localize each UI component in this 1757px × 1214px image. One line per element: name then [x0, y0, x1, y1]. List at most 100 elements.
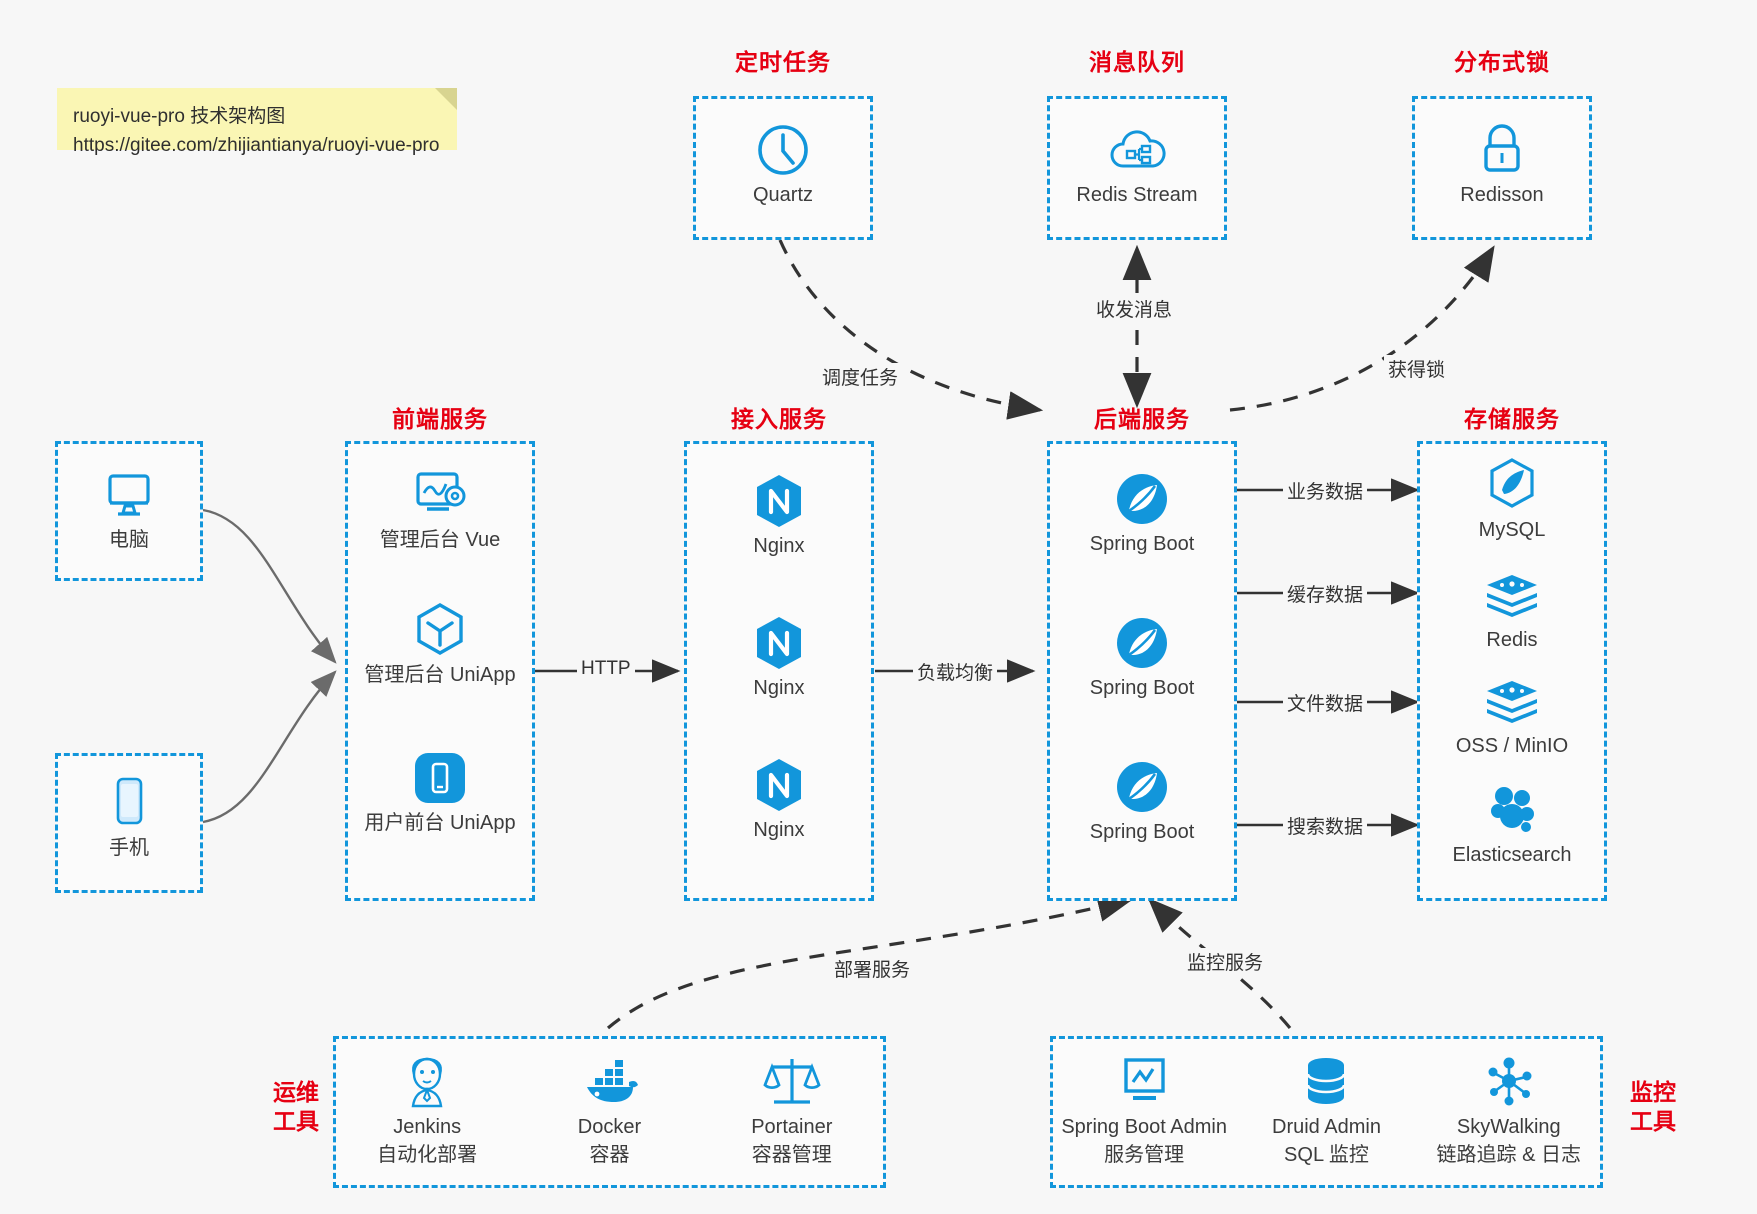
monitor-item-sba: Spring Boot Admin 服务管理 [1053, 1053, 1235, 1168]
spring-icon [1050, 470, 1234, 528]
group-title-frontend: 前端服务 [392, 406, 488, 432]
item-label-spring-boot-1: Spring Boot [1089, 533, 1195, 555]
monitor-screen-icon [1053, 1053, 1235, 1111]
item-label-nginx-1: Nginx [753, 535, 805, 557]
edge-label-mq-exchange: 收发消息 [1092, 295, 1177, 322]
monitor-label-druid: Druid Admin [1272, 1116, 1381, 1138]
edge-desktop-to-frontend [202, 508, 337, 664]
note-line-title: ruoyi-vue-pro 技术架构图 [73, 106, 286, 127]
monitor-sub-druid: SQL 监控 [1284, 1144, 1369, 1167]
nginx-icon [687, 756, 871, 814]
item-label-mysql: MySQL [1478, 519, 1546, 541]
item-label-nginx-2: Nginx [753, 677, 805, 699]
skywalking-icon [1418, 1053, 1600, 1111]
spring-icon [1050, 614, 1234, 672]
group-title-mq: 消息队列 [1089, 49, 1185, 75]
edge-label-biz-data: 业务数据 [1283, 477, 1368, 504]
devops-sub-jenkins: 自动化部署 [377, 1144, 478, 1167]
devops-label-docker: Docker [577, 1116, 642, 1138]
devops-item-portainer: Portainer 容器管理 [701, 1053, 883, 1168]
docker-icon [518, 1053, 700, 1111]
group-box-monitor: Spring Boot Admin 服务管理 Druid Admin SQL 监… [1050, 1036, 1603, 1188]
item-label-elasticsearch: Elasticsearch [1452, 844, 1572, 866]
app-icon [348, 749, 532, 807]
group-box-scheduler: Quartz [693, 96, 873, 240]
spring-icon [1050, 758, 1234, 816]
edge-get-lock [1229, 245, 1495, 412]
clock-icon [696, 121, 870, 179]
group-title-gateway: 接入服务 [731, 406, 827, 432]
note-card: ruoyi-vue-pro 技术架构图 https://gitee.com/zh… [57, 88, 457, 156]
item-label-mobile: 手机 [109, 837, 149, 859]
devops-sub-docker: 容器 [589, 1144, 630, 1167]
lock-icon [1415, 121, 1589, 179]
edge-label-deploy: 部署服务 [830, 955, 915, 982]
monitor-sub-sba: 服务管理 [1104, 1144, 1185, 1167]
item-label-user-uniapp: 用户前台 UniApp [364, 812, 516, 834]
devops-item-jenkins: Jenkins 自动化部署 [336, 1053, 518, 1168]
item-label-admin-uniapp: 管理后台 UniApp [364, 664, 516, 686]
item-label-nginx-3: Nginx [753, 819, 805, 841]
edge-label-get-lock: 获得锁 [1384, 355, 1450, 382]
item-label-spring-boot-2: Spring Boot [1089, 677, 1195, 699]
desktop-icon [58, 466, 200, 524]
group-title-devops-line1: 运维 [273, 1079, 319, 1105]
item-label-quartz: Quartz [752, 184, 814, 206]
edge-label-search-data: 搜索数据 [1283, 812, 1368, 839]
monitor-sub-skywalking: 链路追踪 & 日志 [1436, 1144, 1581, 1167]
item-label-redis: Redis [1486, 629, 1538, 651]
edge-label-file-data: 文件数据 [1283, 689, 1368, 716]
nginx-icon [687, 614, 871, 672]
item-label-redisson: Redisson [1460, 184, 1544, 206]
group-box-mq: Redis Stream [1047, 96, 1227, 240]
group-title-backend: 后端服务 [1094, 406, 1190, 432]
group-box-frontend: 管理后台 Vue 管理后台 UniApp 用户前台 UniApp [345, 441, 535, 901]
group-box-gateway: Nginx Nginx Nginx [684, 441, 874, 901]
item-label-desktop: 电脑 [109, 529, 149, 551]
group-title-scheduler: 定时任务 [735, 49, 831, 75]
devops-label-jenkins: Jenkins [393, 1116, 462, 1138]
item-label-redis-stream: Redis Stream [1076, 184, 1198, 206]
cloud-stream-icon [1050, 121, 1224, 179]
group-box-storage: MySQL Redis [1417, 441, 1607, 901]
monitor-item-skywalking: SkyWalking 链路追踪 & 日志 [1418, 1053, 1600, 1168]
group-title-storage: 存储服务 [1464, 406, 1560, 432]
edge-label-lb: 负载均衡 [913, 658, 998, 685]
group-box-mobile-client: 手机 [55, 753, 203, 893]
elasticsearch-icon [1420, 781, 1604, 839]
edge-label-observe: 监控服务 [1183, 948, 1268, 975]
group-title-devops-line2: 工具 [273, 1107, 319, 1134]
portainer-icon [701, 1053, 883, 1111]
edge-label-cache-data: 缓存数据 [1283, 580, 1368, 607]
group-title-monitor-line2: 工具 [1630, 1107, 1676, 1134]
mobile-icon [58, 774, 200, 832]
devops-sub-portainer: 容器管理 [751, 1144, 832, 1167]
dashboard-icon [348, 466, 532, 524]
group-box-devops: Jenkins 自动化部署 Docker 容器 [333, 1036, 886, 1188]
monitor-item-druid: Druid Admin SQL 监控 [1235, 1053, 1417, 1168]
item-label-admin-vue: 管理后台 Vue [379, 529, 501, 551]
group-title-monitor: 监控 工具 [1615, 1078, 1691, 1136]
group-box-backend: Spring Boot Spring Boot Spring Boot [1047, 441, 1237, 901]
monitor-label-skywalking: SkyWalking [1456, 1116, 1561, 1138]
group-title-monitor-line1: 监控 [1630, 1079, 1676, 1105]
jenkins-icon [336, 1053, 518, 1111]
mysql-icon [1420, 456, 1604, 514]
redis-icon [1420, 672, 1604, 730]
group-title-devops: 运维 工具 [258, 1078, 334, 1136]
database-icon [1235, 1053, 1417, 1111]
monitor-label-sba: Spring Boot Admin [1061, 1116, 1227, 1138]
cube-icon [348, 601, 532, 659]
note-line-url: https://gitee.com/zhijiantianya/ruoyi-vu… [73, 135, 440, 157]
edge-label-schedule: 调度任务 [818, 363, 903, 390]
group-box-desktop-client: 电脑 [55, 441, 203, 581]
group-box-lock: Redisson [1412, 96, 1592, 240]
redis-icon [1420, 566, 1604, 624]
edge-label-http: HTTP [577, 658, 635, 680]
devops-label-portainer: Portainer [751, 1116, 833, 1138]
edge-mobile-to-frontend [202, 670, 337, 824]
item-label-oss-minio: OSS / MinIO [1455, 735, 1569, 757]
note-fold-corner [435, 88, 457, 110]
nginx-icon [687, 472, 871, 530]
